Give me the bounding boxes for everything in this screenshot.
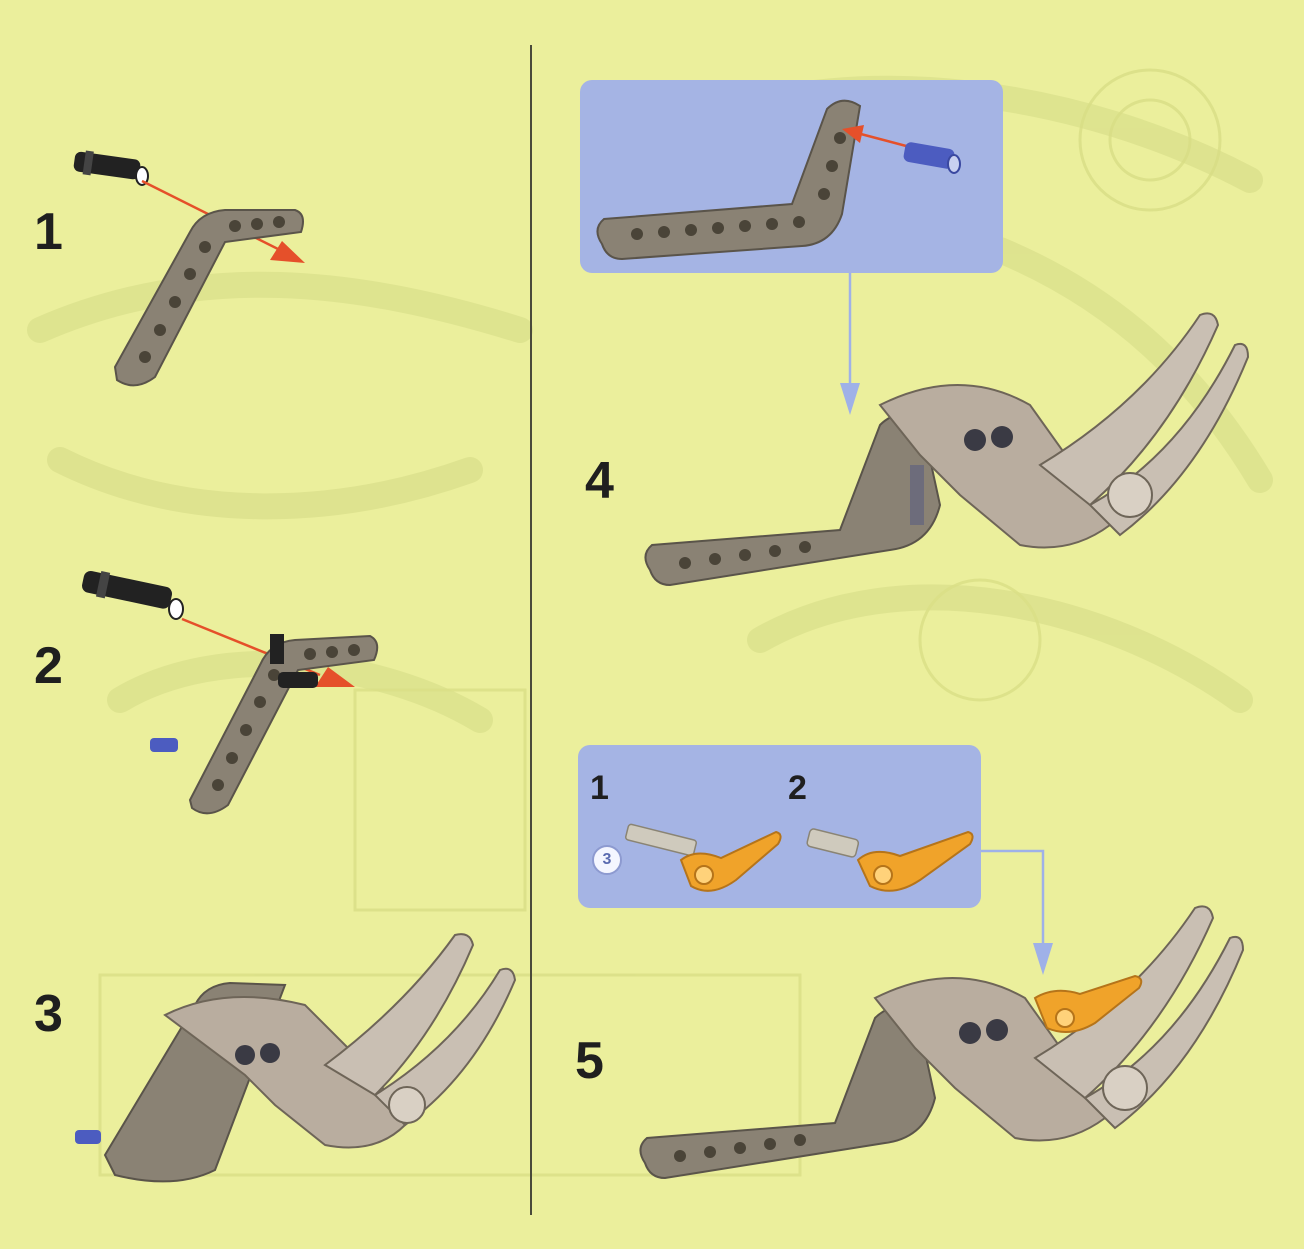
step4-callout — [580, 80, 1003, 273]
step4-bent-beam-icon — [592, 94, 862, 264]
step5-callout: 1 2 3 — [578, 745, 981, 908]
substep2-pin-and-tooth-icon — [808, 820, 978, 900]
step-number-2: 2 — [34, 640, 63, 692]
substep-number-1: 1 — [590, 771, 609, 805]
substep1-axle-and-tooth-icon — [626, 820, 786, 900]
step3-claw-assembly-icon — [75, 925, 515, 1185]
step-number-4: 4 — [585, 455, 614, 507]
step5-claw-assembly-icon — [635, 898, 1245, 1183]
quantity-badge: 3 — [592, 845, 622, 875]
step4-claw-assembly-icon — [640, 305, 1250, 590]
panel-divider — [530, 45, 532, 1215]
step-number-5: 5 — [575, 1035, 604, 1087]
step-number-1: 1 — [34, 206, 63, 258]
step1-bent-beam-icon — [95, 192, 315, 392]
step2-pin-black-icon — [78, 565, 188, 625]
step4-blue-pin-icon — [902, 138, 962, 178]
step-number-3: 3 — [34, 988, 63, 1040]
substep-number-2: 2 — [788, 771, 807, 805]
step2-bent-beam-icon — [150, 620, 390, 820]
